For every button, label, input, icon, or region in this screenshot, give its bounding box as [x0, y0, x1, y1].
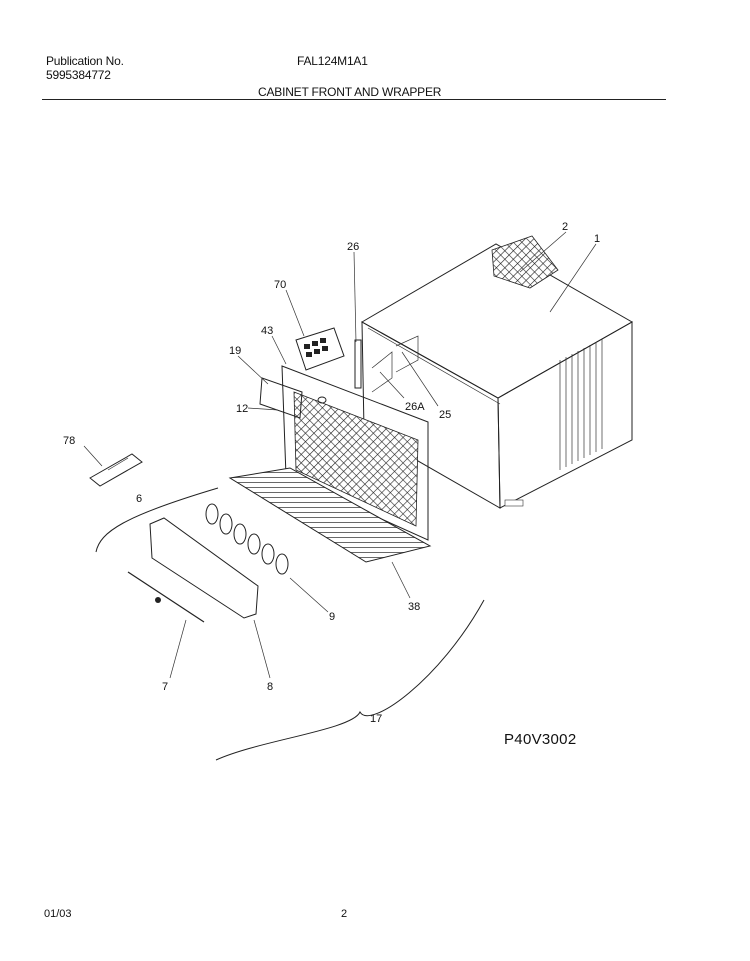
- header-rule: [42, 99, 666, 100]
- callout-38: 38: [408, 601, 420, 613]
- bracket-17: [215, 599, 485, 761]
- publication-label: Publication No.: [46, 54, 124, 68]
- callout-2: 2: [562, 221, 568, 233]
- cabinet-wrapper: [360, 243, 634, 509]
- callout-12: 12: [236, 403, 248, 415]
- callout-70: 70: [274, 279, 286, 291]
- control-panel: [295, 327, 345, 371]
- footer-page-number: 2: [341, 908, 348, 920]
- callout-8: 8: [267, 681, 273, 693]
- footer-date: 01/03: [44, 908, 72, 920]
- callout-78: 78: [63, 435, 75, 447]
- linkage-bar: [127, 571, 205, 623]
- bracket-6: [95, 487, 219, 553]
- model-number: FAL124M1A1: [297, 54, 368, 68]
- base-tray: [228, 467, 432, 563]
- callout-6: 6: [136, 493, 142, 505]
- callout-19: 19: [229, 345, 241, 357]
- callout-17: 17: [370, 713, 382, 725]
- callout-9: 9: [329, 611, 335, 623]
- louvers: [205, 503, 289, 575]
- remote-control: [89, 453, 143, 487]
- callout-26: 26: [347, 241, 359, 253]
- callout-1: 1: [594, 233, 600, 245]
- figure-code: P40V3002: [504, 731, 577, 748]
- top-insulation-mesh: [491, 235, 559, 289]
- section-title: CABINET FRONT AND WRAPPER: [258, 85, 442, 99]
- callout-7: 7: [162, 681, 168, 693]
- callout-labels: 1 2 26 70 43 19 12 26A 25 78 6 9 38 7 8 …: [63, 221, 600, 725]
- callout-25: 25: [439, 409, 451, 421]
- leader-lines: [83, 231, 597, 679]
- front-panel-filter: [259, 365, 429, 541]
- callout-43: 43: [261, 325, 273, 337]
- publication-number: 5995384772: [46, 68, 111, 82]
- callout-26a: 26A: [405, 401, 425, 413]
- side-brackets: [354, 335, 419, 393]
- front-grille: [149, 517, 259, 619]
